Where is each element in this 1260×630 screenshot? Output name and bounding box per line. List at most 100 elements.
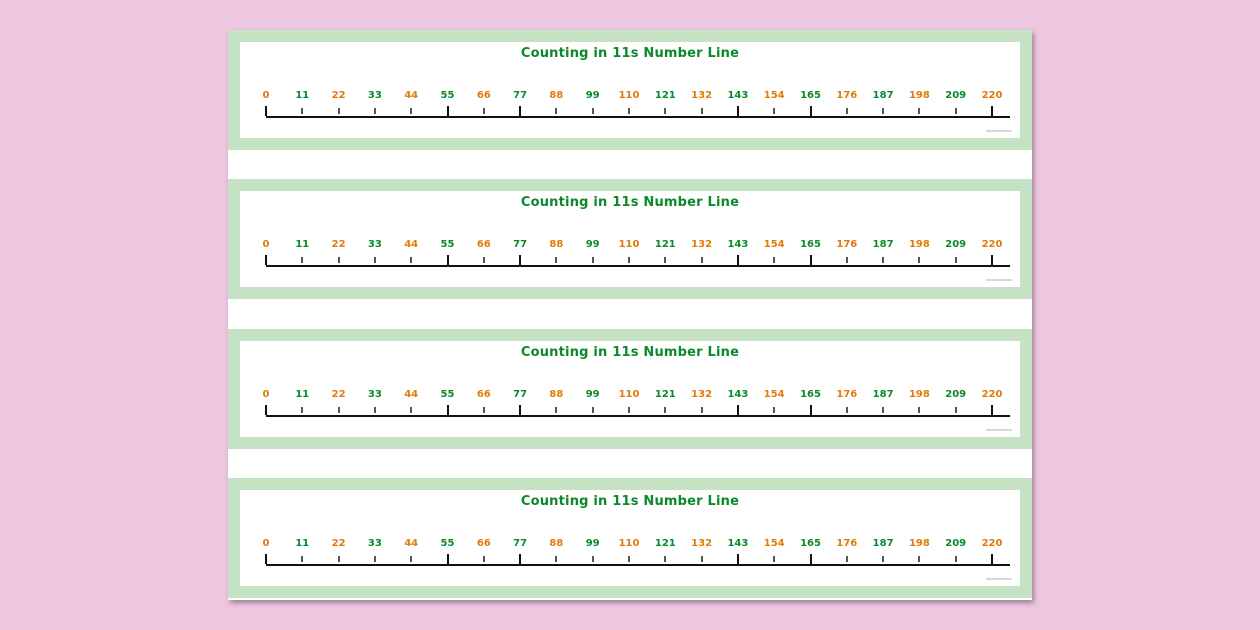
tick-mark bbox=[809, 106, 812, 116]
tick-label: 88 bbox=[549, 239, 564, 250]
tick-mark bbox=[482, 556, 485, 562]
tick-mark bbox=[337, 556, 340, 562]
tick-mark bbox=[337, 407, 340, 413]
tick-mark bbox=[700, 556, 703, 562]
credit-mark bbox=[986, 578, 1012, 580]
tick-label: 22 bbox=[331, 239, 346, 250]
tick-mark bbox=[373, 108, 376, 114]
tick-mark bbox=[446, 405, 449, 415]
tick-mark bbox=[628, 556, 630, 562]
tick-label: 132 bbox=[691, 239, 713, 250]
tick-label: 99 bbox=[585, 538, 600, 549]
tick-mark bbox=[845, 407, 848, 413]
tick-mark bbox=[337, 108, 340, 114]
tick-mark bbox=[265, 405, 267, 415]
tick-label: 33 bbox=[367, 538, 382, 549]
tick-label: 11 bbox=[295, 538, 310, 549]
tick-label: 33 bbox=[367, 90, 382, 101]
tick-mark bbox=[265, 554, 267, 564]
tick-label: 220 bbox=[981, 538, 1003, 549]
tick-label: 209 bbox=[945, 538, 967, 549]
tick-label: 55 bbox=[440, 90, 455, 101]
tick-mark bbox=[991, 554, 993, 564]
tick-mark bbox=[519, 554, 522, 564]
tick-label: 154 bbox=[763, 538, 785, 549]
tick-mark bbox=[373, 257, 376, 263]
tick-mark bbox=[954, 108, 957, 114]
tick-label: 132 bbox=[691, 389, 713, 400]
tick-mark bbox=[700, 257, 703, 263]
tick-label: 143 bbox=[727, 389, 749, 400]
tick-mark bbox=[991, 106, 993, 116]
number-line-axis bbox=[266, 116, 1010, 118]
tick-mark bbox=[301, 407, 304, 413]
strip-title: Counting in 11s Number Line bbox=[520, 46, 740, 61]
tick-mark bbox=[845, 108, 848, 114]
tick-label: 143 bbox=[727, 90, 749, 101]
tick-mark bbox=[410, 108, 413, 114]
tick-label: 154 bbox=[763, 239, 785, 250]
tick-mark bbox=[664, 108, 667, 114]
tick-label: 165 bbox=[800, 90, 821, 101]
credit-mark bbox=[986, 429, 1012, 431]
tick-label: 121 bbox=[654, 239, 676, 250]
tick-mark bbox=[773, 257, 776, 263]
tick-label: 66 bbox=[476, 239, 491, 250]
tick-mark bbox=[265, 106, 267, 116]
tick-mark bbox=[410, 556, 413, 562]
tick-label: 22 bbox=[331, 90, 346, 101]
credit-mark bbox=[986, 130, 1012, 132]
tick-label: 165 bbox=[800, 389, 821, 400]
tick-label: 198 bbox=[908, 538, 930, 549]
tick-label: 88 bbox=[549, 538, 564, 549]
tick-label: 77 bbox=[513, 389, 528, 400]
tick-label: 77 bbox=[513, 239, 528, 250]
tick-label: 176 bbox=[836, 389, 858, 400]
tick-label: 0 bbox=[262, 389, 270, 400]
tick-label: 99 bbox=[585, 239, 600, 250]
tick-label: 55 bbox=[440, 538, 455, 549]
tick-label: 66 bbox=[476, 538, 491, 549]
tick-mark bbox=[954, 257, 957, 263]
tick-label: 121 bbox=[654, 538, 676, 549]
tick-mark bbox=[918, 257, 921, 263]
tick-label: 0 bbox=[262, 239, 270, 250]
tick-mark bbox=[555, 407, 558, 413]
tick-mark bbox=[918, 556, 921, 562]
tick-label: 77 bbox=[513, 90, 528, 101]
tick-label: 22 bbox=[331, 538, 346, 549]
tick-label: 66 bbox=[476, 389, 491, 400]
tick-mark bbox=[555, 257, 558, 263]
tick-mark bbox=[482, 407, 485, 413]
tick-mark bbox=[918, 407, 921, 413]
tick-mark bbox=[736, 554, 739, 564]
tick-label: 110 bbox=[618, 239, 640, 250]
tick-mark bbox=[809, 255, 812, 265]
tick-label: 143 bbox=[727, 538, 749, 549]
tick-label: 66 bbox=[476, 90, 491, 101]
tick-label: 22 bbox=[331, 389, 346, 400]
tick-label: 220 bbox=[981, 90, 1003, 101]
tick-label: 0 bbox=[262, 90, 270, 101]
tick-label: 187 bbox=[872, 239, 894, 250]
tick-mark bbox=[954, 556, 957, 562]
tick-mark bbox=[736, 405, 739, 415]
tick-mark bbox=[301, 108, 304, 114]
tick-label: 198 bbox=[908, 389, 930, 400]
tick-mark bbox=[446, 106, 449, 116]
tick-mark bbox=[628, 108, 630, 114]
tick-mark bbox=[410, 257, 413, 263]
tick-mark bbox=[918, 108, 921, 114]
tick-mark bbox=[591, 108, 594, 114]
tick-label: 143 bbox=[727, 239, 749, 250]
tick-label: 44 bbox=[404, 538, 419, 549]
tick-mark bbox=[809, 405, 812, 415]
tick-mark bbox=[736, 106, 739, 116]
tick-label: 55 bbox=[440, 389, 455, 400]
tick-label: 132 bbox=[691, 538, 713, 549]
tick-label: 187 bbox=[872, 538, 894, 549]
